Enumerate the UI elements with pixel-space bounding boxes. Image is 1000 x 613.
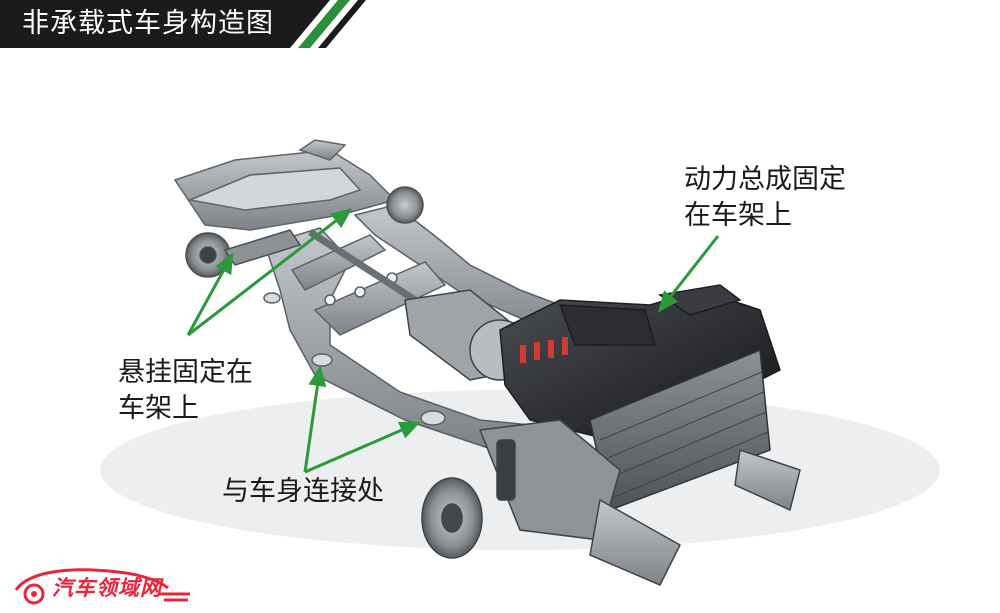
title-banner: 非承载式车身构造图 [0, 0, 420, 48]
arrow-power [658, 235, 720, 313]
label-powertrain-line1: 动力总成固定 [684, 164, 846, 195]
arrow-body-1 [303, 365, 327, 473]
annotation-arrows [186, 208, 720, 474]
label-powertrain-mount: 动力总成固定 在车架上 [684, 162, 846, 234]
front-suspension [421, 419, 801, 586]
watermark-logo: 汽车领域网 [8, 558, 198, 608]
label-suspension-mount: 悬挂固定在 车架上 [118, 355, 253, 427]
label-suspension-line2: 车架上 [118, 393, 199, 424]
crossmembers [290, 234, 447, 336]
body-mounts [263, 292, 446, 426]
arrow-susp-1 [186, 252, 234, 336]
page-title: 非承载式车身构造图 [22, 8, 274, 39]
arrow-body-2 [304, 421, 421, 474]
watermark-text: 汽车领域网 [52, 576, 162, 600]
label-body-connection: 与车身连接处 [222, 476, 384, 507]
label-powertrain-line2: 在车架上 [684, 200, 792, 231]
arrow-susp-2 [187, 208, 353, 337]
label-suspension-line1: 悬挂固定在 [118, 357, 253, 388]
